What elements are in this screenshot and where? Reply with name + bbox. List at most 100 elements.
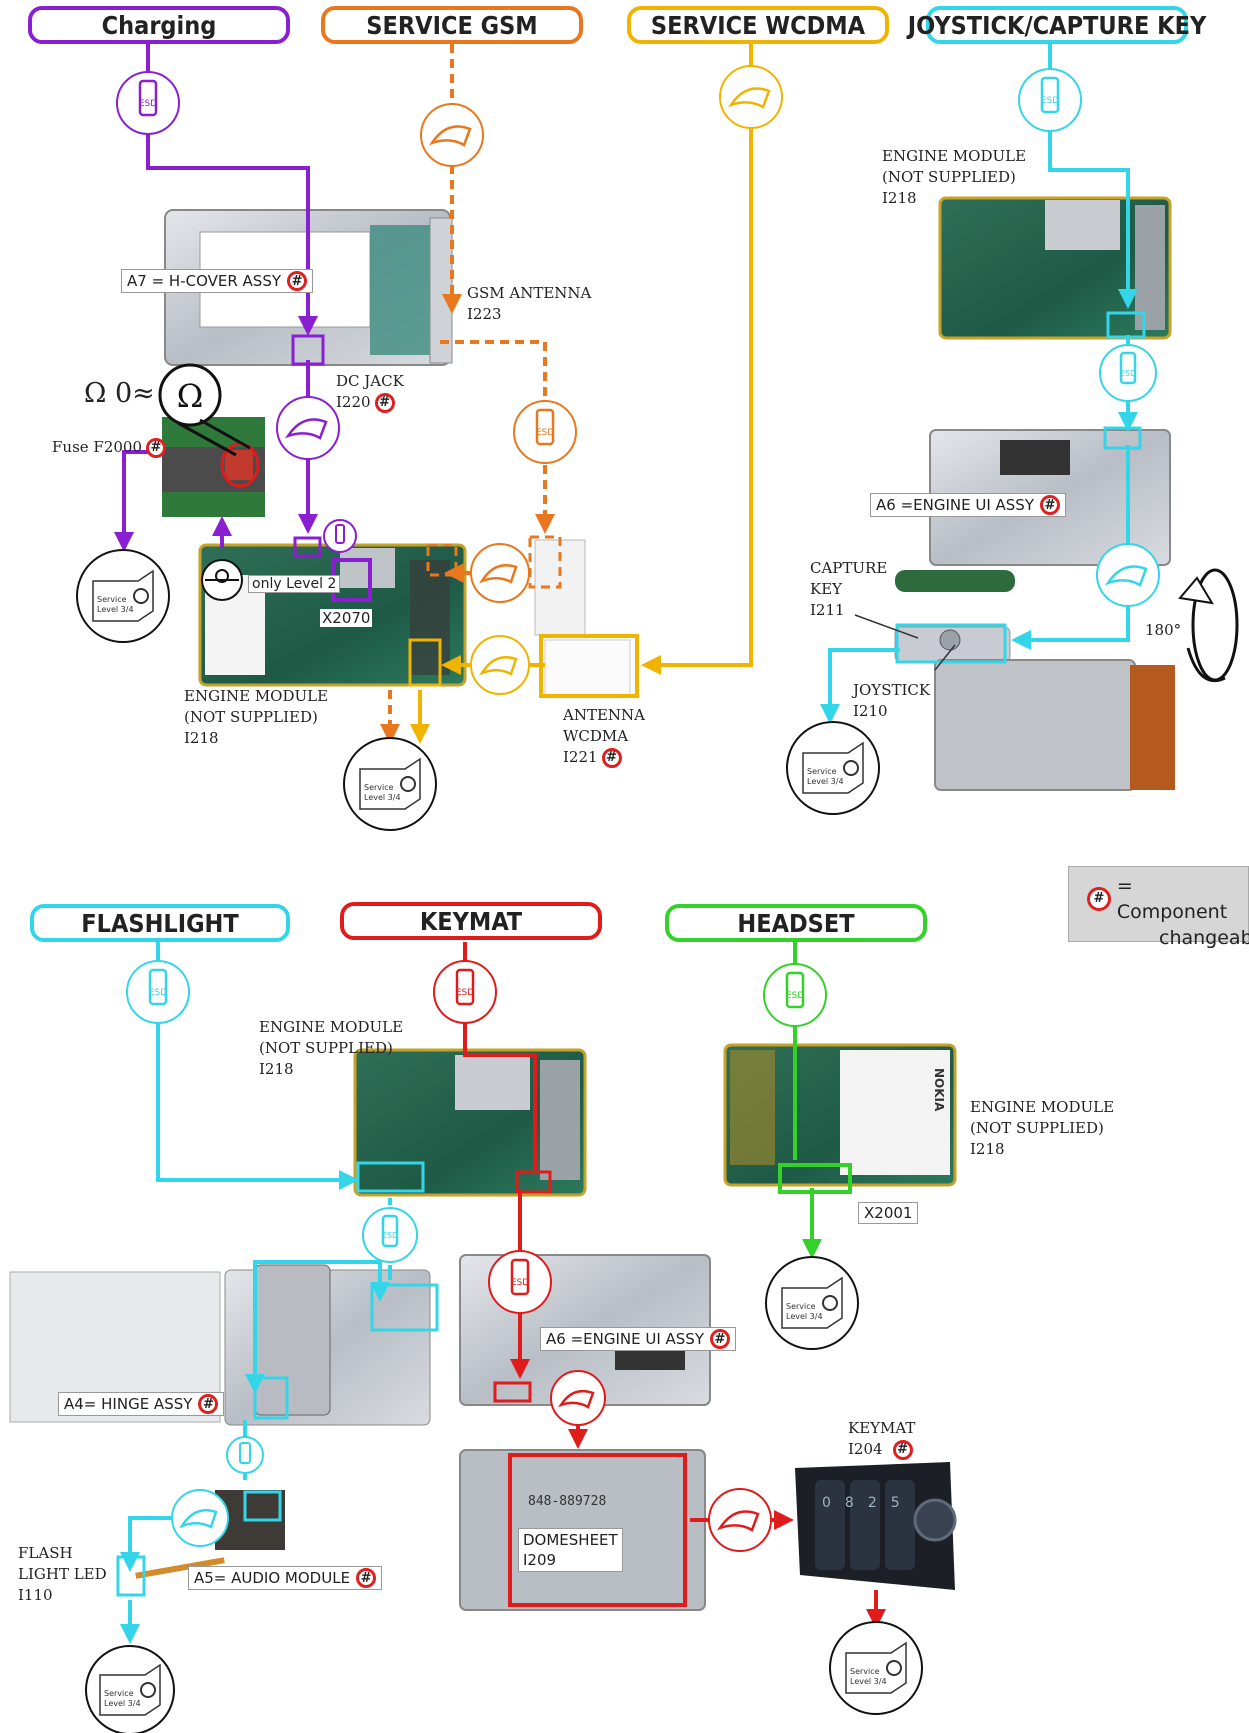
svg-text:ESD: ESD (139, 99, 157, 109)
keypad-key: 2 (868, 1495, 877, 1511)
label-capture-key-id: I211 (810, 600, 887, 621)
fuse-closeup-photo (162, 417, 265, 517)
label-nokia-board: NOKIA (932, 1068, 946, 1111)
label-engine-module-flash-name: ENGINE MODULE (259, 1017, 403, 1038)
legend-component-changeable: # = Component changeable (1068, 866, 1249, 942)
component-changeable-icon: # (602, 748, 622, 768)
legend-line2: changeable (1087, 925, 1248, 951)
svg-text:Level 3/4: Level 3/4 (104, 1699, 141, 1708)
header-charging: Charging (28, 6, 290, 44)
label-board-code: 848-889728 (528, 1494, 606, 1509)
component-changeable-icon: # (710, 1329, 730, 1349)
svg-text:Level 3/4: Level 3/4 (97, 605, 134, 614)
label-domesheet-name: DOMESHEET (523, 1530, 618, 1550)
label-engine-module-joy-id: I218 (882, 188, 1026, 209)
component-changeable-icon: # (198, 1394, 218, 1414)
label-a7-hcover-assy: A7 = H-COVER ASSY# (121, 269, 313, 293)
svg-text:ESD: ESD (511, 1278, 529, 1288)
label-capture-key: CAPTURE KEY I211 (810, 558, 887, 621)
label-dc-jack-name: DC JACK (336, 371, 404, 392)
label-joystick: JOYSTICK I210 (853, 680, 930, 722)
label-engine-module-top: ENGINE MODULE (NOT SUPPLIED) I218 (184, 686, 328, 749)
label-only-level2: only Level 2 (248, 575, 340, 593)
svg-text:ESD: ESD (382, 1231, 398, 1240)
label-rotate-180: 180° (1145, 620, 1181, 641)
label-x2070: X2070 (320, 609, 372, 627)
label-joystick-id: I210 (853, 701, 930, 722)
engine-module-board-joystick (940, 198, 1170, 338)
svg-text:ESD: ESD (536, 428, 554, 438)
label-engine-module-joy-note: (NOT SUPPLIED) (882, 167, 1026, 188)
component-changeable-icon: # (893, 1440, 913, 1460)
legend-line1: = Component (1117, 873, 1248, 925)
label-capture-key-name: CAPTURE (810, 558, 887, 579)
header-service-wcdma: SERVICE WCDMA (627, 6, 889, 44)
rotate-arrow-icon (1180, 570, 1237, 681)
label-antenna-wcdma: ANTENNA WCDMA I221# (563, 705, 645, 768)
label-keymat: KEYMAT I204 # (848, 1418, 915, 1460)
level2-lock-icon (202, 560, 242, 600)
joystick-capture-module (895, 627, 1175, 790)
svg-text:ESD: ESD (1041, 96, 1059, 106)
label-engine-module-top-name: ENGINE MODULE (184, 686, 328, 707)
label-antenna-wcdma-type: WCDMA (563, 726, 645, 747)
label-joystick-name: JOYSTICK (853, 680, 930, 701)
svg-text:ESD: ESD (149, 988, 167, 998)
label-engine-module-headset: ENGINE MODULE (NOT SUPPLIED) I218 (970, 1097, 1114, 1160)
label-engine-module-joy-name: ENGINE MODULE (882, 146, 1026, 167)
svg-text:ESD: ESD (456, 988, 474, 998)
label-a6-bottom-text: A6 =ENGINE UI ASSY (546, 1330, 704, 1348)
component-changeable-icon: # (1087, 887, 1111, 911)
header-headset: HEADSET (665, 904, 927, 942)
label-dc-jack-id: I220 (336, 392, 371, 413)
label-antenna-wcdma-id: I221 (563, 747, 598, 768)
component-changeable-icon: # (1040, 495, 1060, 515)
label-a5-text: A5= AUDIO MODULE (194, 1569, 350, 1587)
label-a6-engine-ui-assy-bottom: A6 =ENGINE UI ASSY # (540, 1327, 736, 1351)
label-a6-top-text: A6 =ENGINE UI ASSY (876, 496, 1034, 514)
label-fuse-text: Fuse F2000 (52, 437, 142, 458)
svg-text:Service: Service (97, 595, 127, 604)
label-engine-module-headset-note: (NOT SUPPLIED) (970, 1118, 1114, 1139)
svg-text:ESD: ESD (1120, 369, 1136, 378)
antenna-wcdma-part (535, 540, 630, 695)
svg-text:Service: Service (850, 1667, 880, 1676)
svg-text:Level 3/4: Level 3/4 (850, 1677, 887, 1686)
label-flash-led-id: I110 (18, 1585, 107, 1606)
header-joystick-capture-key: JOYSTICK/CAPTURE KEY (926, 6, 1188, 44)
label-keymat-name: KEYMAT (848, 1418, 915, 1439)
svg-text:Service: Service (786, 1302, 816, 1311)
label-a4-hinge-assy: A4= HINGE ASSY # (58, 1392, 224, 1416)
label-omega-formula: Ω 0≈ (84, 378, 155, 409)
svg-text:Ω: Ω (177, 377, 204, 415)
component-changeable-icon: # (356, 1568, 376, 1588)
keypad-key: 0 (822, 1495, 831, 1511)
svg-text:Service: Service (104, 1689, 134, 1698)
label-gsm-antenna-name: GSM ANTENNA (467, 283, 591, 304)
label-engine-module-joystick: ENGINE MODULE (NOT SUPPLIED) I218 (882, 146, 1026, 209)
label-a6-engine-ui-assy-top: A6 =ENGINE UI ASSY # (870, 493, 1066, 517)
label-dc-jack: DC JACK I220# (336, 371, 404, 413)
svg-text:Level 3/4: Level 3/4 (786, 1312, 823, 1321)
svg-text:Service: Service (807, 767, 837, 776)
label-a4-text: A4= HINGE ASSY (64, 1395, 192, 1413)
label-a7-text: A7 = H-COVER ASSY (127, 272, 281, 290)
label-a5-audio-module: A5= AUDIO MODULE # (188, 1566, 382, 1590)
keymat-part (795, 1462, 955, 1590)
label-domesheet: DOMESHEET I209 (518, 1528, 623, 1572)
svg-text:Service: Service (364, 783, 394, 792)
label-engine-module-headset-name: ENGINE MODULE (970, 1097, 1114, 1118)
label-keymat-id: I204 (848, 1439, 883, 1460)
label-engine-module-top-note: (NOT SUPPLIED) (184, 707, 328, 728)
keypad-digits: 0 8 2 5 (822, 1495, 900, 1511)
label-engine-module-flash-id: I218 (259, 1059, 403, 1080)
label-gsm-antenna-id: I223 (467, 304, 591, 325)
label-engine-module-headset-id: I218 (970, 1139, 1114, 1160)
label-x2001: X2001 (858, 1202, 918, 1224)
label-antenna-wcdma-name: ANTENNA (563, 705, 645, 726)
header-flashlight: FLASHLIGHT (30, 904, 290, 942)
svg-text:Level 3/4: Level 3/4 (364, 793, 401, 802)
header-service-gsm: SERVICE GSM (321, 6, 583, 44)
keypad-key: 8 (845, 1495, 854, 1511)
